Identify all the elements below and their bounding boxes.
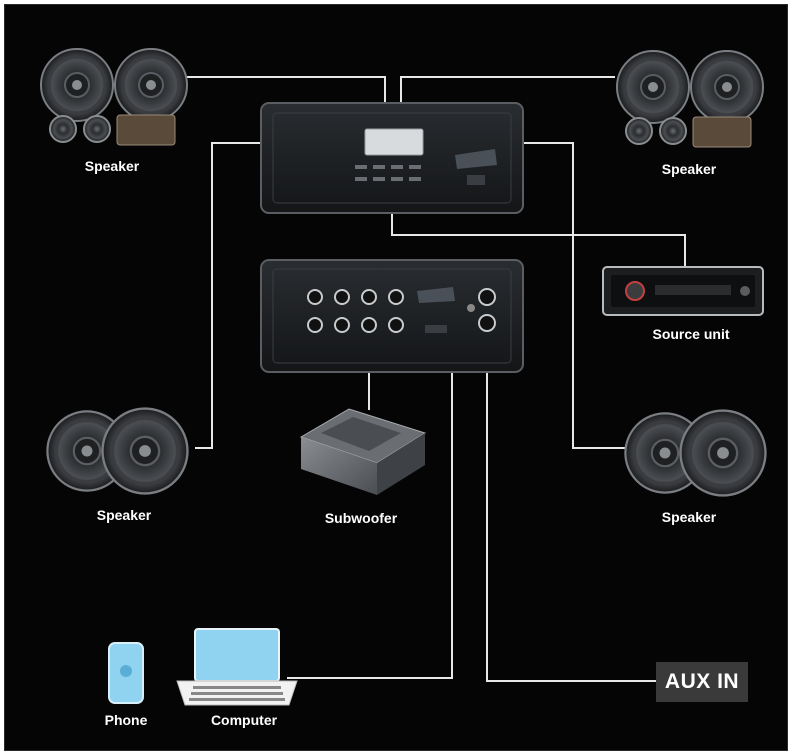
wire-aux-in bbox=[486, 327, 656, 682]
label-source-unit: Source unit bbox=[652, 326, 730, 342]
amplifier-bottom bbox=[260, 259, 524, 373]
phone-device bbox=[108, 642, 144, 704]
label-speaker-top-right: Speaker bbox=[661, 161, 717, 177]
label-speaker-bottom-right: Speaker bbox=[661, 509, 717, 525]
amplifier-top bbox=[260, 102, 524, 214]
label-speaker-bottom-left: Speaker bbox=[96, 507, 152, 523]
source-unit-device bbox=[602, 266, 764, 316]
label-subwoofer: Subwoofer bbox=[324, 510, 398, 526]
label-computer: Computer bbox=[210, 712, 278, 728]
computer-device bbox=[176, 628, 298, 706]
speaker-top-left bbox=[39, 47, 189, 146]
aux-in-badge: AUX IN bbox=[656, 662, 748, 702]
diagram-canvas bbox=[39, 47, 768, 706]
wiring-diagram: Speaker Speaker Source unit Speaker Subw… bbox=[4, 4, 788, 751]
speaker-bottom-right bbox=[623, 408, 768, 498]
wire-computer bbox=[287, 333, 453, 679]
speaker-top-right bbox=[615, 49, 765, 148]
label-phone: Phone bbox=[104, 712, 148, 728]
speaker-bottom-left bbox=[45, 406, 190, 496]
label-speaker-top-left: Speaker bbox=[84, 158, 140, 174]
subwoofer-device bbox=[299, 408, 427, 495]
